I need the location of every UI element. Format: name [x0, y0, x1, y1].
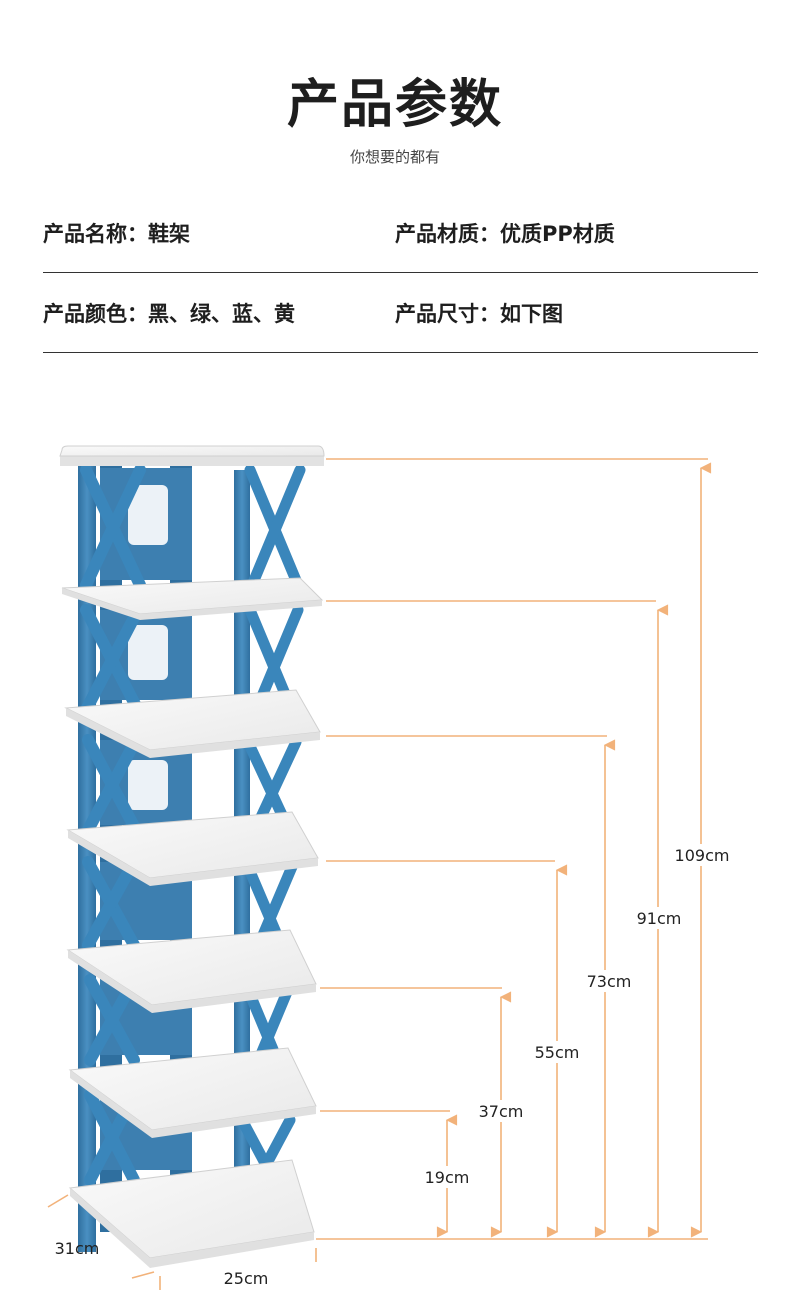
dimension-width-line [131, 1271, 155, 1279]
shoe-rack-product [59, 445, 325, 1268]
dimension-label-19: 19cm [425, 1168, 470, 1187]
dimension-label-width: 25cm [224, 1269, 269, 1288]
dimension-label-91: 91cm [637, 909, 682, 928]
dimension-labels: 109cm 91cm 73cm 55cm 37cm 19cm 31cm 25cm [55, 844, 734, 1288]
spec-product-color: 产品颜色：黑、绿、蓝、黄 [43, 302, 295, 326]
dimension-label-37: 37cm [479, 1102, 524, 1121]
shelf-4 [66, 811, 319, 886]
shelf-top [59, 445, 325, 466]
spec-row-2: 产品颜色：黑、绿、蓝、黄 产品尺寸：如下图 [43, 272, 758, 353]
page-title: 产品参数 [286, 75, 503, 135]
shelf-5 [64, 689, 321, 758]
dimension-label-73: 73cm [587, 972, 632, 991]
spec-row-1: 产品名称：鞋架 产品材质：优质PP材质 [43, 192, 758, 273]
page-subtitle: 你想要的都有 [349, 148, 440, 166]
rack-shelves [59, 445, 325, 1268]
spec-product-material: 产品材质：优质PP材质 [395, 222, 615, 246]
dimension-depth-line [47, 1194, 69, 1208]
rack-handle-cutouts [128, 485, 168, 810]
shelf-2 [68, 1047, 317, 1138]
shelf-bottom [68, 1159, 315, 1268]
shelf-6 [61, 577, 324, 620]
dimension-label-depth: 31cm [55, 1239, 100, 1258]
dimension-label-55: 55cm [535, 1043, 580, 1062]
dimension-label-109: 109cm [675, 846, 730, 865]
spec-product-size: 产品尺寸：如下图 [395, 302, 563, 326]
shelf-3 [66, 929, 317, 1013]
spec-product-name: 产品名称：鞋架 [43, 222, 190, 246]
